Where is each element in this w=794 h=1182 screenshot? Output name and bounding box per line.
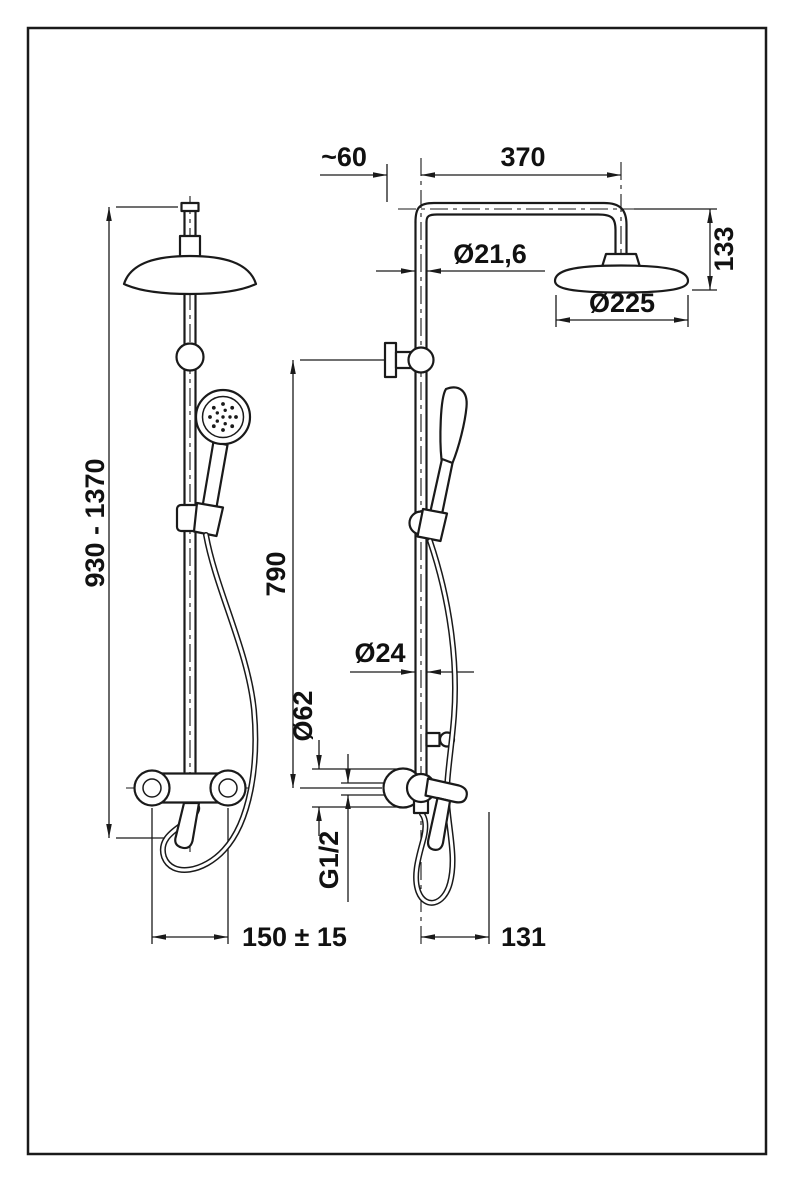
front-view: [122, 196, 259, 873]
lower-pipe-diameter-label: Ø24: [354, 638, 405, 668]
head-height-label: 133: [709, 226, 739, 271]
dim-upper-pipe-diameter: Ø21,6: [376, 239, 545, 274]
mixer-centers-label: 150 ± 15: [242, 922, 347, 952]
mixer-left-cap: [133, 769, 171, 807]
pipe-top-cap: [180, 201, 200, 213]
mixer-right-cap: [209, 769, 247, 807]
drawing-border: [26, 26, 768, 1156]
dim-column-height: 790: [261, 359, 386, 789]
mixer-lever-side: [424, 777, 468, 804]
height-range-label: 930 - 1370: [80, 458, 110, 587]
side-view: [382, 158, 690, 948]
handle-holder-side: [416, 507, 449, 543]
hand-shower-side: [439, 386, 468, 465]
connection-thread-label: G1/2: [314, 831, 344, 890]
dim-lower-pipe-diameter: Ø24: [350, 638, 474, 675]
dim-mixer-centers: 150 ± 15: [151, 808, 347, 952]
dim-connection-thread: G1/2: [314, 754, 400, 902]
dim-head-diameter: Ø225: [555, 288, 689, 327]
rosette-diameter-label: Ø62: [288, 690, 318, 741]
dim-lever-reach: 131: [421, 812, 546, 952]
handle-holder-front: [192, 501, 225, 538]
overhead-shower-side: [553, 264, 690, 294]
diverter-fitting: [425, 731, 441, 748]
dim-height-range: 930 - 1370: [80, 206, 178, 839]
wall-bracket-front: [175, 342, 205, 372]
lever-reach-label: 131: [501, 922, 546, 952]
head-connector: [178, 234, 202, 260]
arm-length-label: 370: [500, 142, 545, 172]
wall-plate-side: [383, 341, 398, 379]
dim-wall-offset: ~60: [320, 142, 388, 202]
upper-pipe-diameter-label: Ø21,6: [453, 239, 527, 269]
wall-offset-label: ~60: [321, 142, 367, 172]
dim-head-height: 133: [634, 208, 739, 291]
shower-arm: [414, 201, 628, 256]
mixer-lever-front: [174, 801, 201, 850]
dim-arm-length: 370: [421, 142, 622, 300]
wall-bracket-side: [407, 346, 435, 374]
dim-rosette-diameter: Ø62: [288, 690, 400, 836]
column-height-label: 790: [261, 551, 291, 596]
overhead-shower-front: [122, 254, 258, 296]
hand-shower-handle-front: [201, 440, 229, 512]
spray-dots: [208, 402, 238, 432]
